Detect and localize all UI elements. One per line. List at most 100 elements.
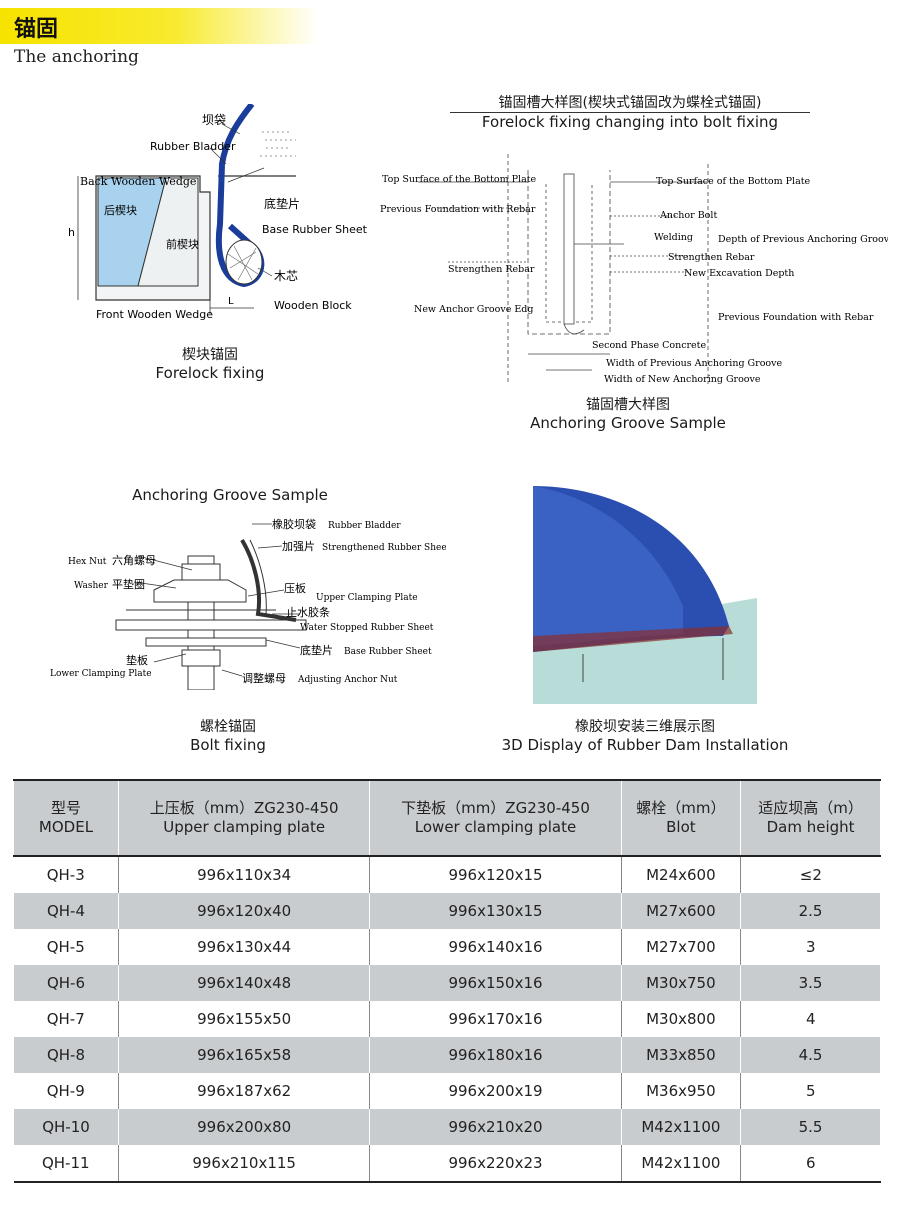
label-bladder-cn: 橡胶坝袋 (272, 517, 316, 531)
groove-caption-en: Anchoring Groove Sample (530, 414, 726, 432)
label-hex-nut-cn: 六角螺母 (112, 554, 156, 567)
display-caption-en: 3D Display of Rubber Dam Installation (501, 736, 789, 754)
label-prev-foundation-right: Previous Foundation with Rebar (718, 312, 874, 323)
label-new-anchor-groove-edge: New Anchor Groove Edg (414, 304, 533, 315)
column-header-cn: 螺栓（mm） (636, 799, 726, 817)
label-width-prev-groove: Width of Previous Anchoring Groove (606, 358, 782, 369)
table-cell: 5 (740, 1073, 881, 1109)
label-washer-cn: 平垫圈 (112, 577, 145, 591)
table-cell: 996x140x16 (369, 929, 622, 965)
groove-sample-caption: 锚固槽大样图 Anchoring Groove Sample (518, 396, 738, 432)
forelock-fixing-diagram: 坝袋 Rubber Bladder Back Wooden Wedge 后楔块 … (68, 104, 368, 321)
table-cell: M30x750 (620, 965, 742, 1001)
table-cell: ≤2 (740, 856, 881, 893)
model-cell: QH-3 (13, 856, 119, 893)
column-header-cn: 下垫板（mm）ZG230-450 (401, 799, 590, 817)
bolt-fixing-caption: 螺栓锚固 Bolt fixing (138, 718, 318, 754)
table-cell: M42x1100 (620, 1145, 742, 1183)
table-cell: 996x140x48 (117, 965, 371, 1001)
label-second-phase-concrete: Second Phase Concrete (592, 340, 706, 351)
table-cell: M30x800 (620, 1001, 742, 1037)
label-base-sheet-cn: 底垫片 (264, 196, 300, 211)
table-cell: M33x850 (620, 1037, 742, 1073)
label-strengthen-rebar-right: Strengthen Rebar (668, 252, 755, 263)
anchoring-groove-diagram: Top Surface of the Bottom Plate Previous… (380, 154, 888, 385)
label-anchor-bolt: Anchor Bolt (659, 210, 717, 221)
table-cell: 996x120x40 (117, 893, 371, 929)
table-cell: 996x210x115 (117, 1145, 371, 1183)
groove-caption-cn: 锚固槽大样图 (586, 397, 670, 413)
table-cell: 996x187x62 (117, 1073, 371, 1109)
label-front-wedge-cn: 前楔块 (166, 237, 199, 251)
model-cell: QH-4 (13, 893, 119, 929)
label-top-surface-left: Top Surface of the Bottom Plate (382, 174, 537, 185)
bolt-caption-cn: 螺栓锚固 (200, 719, 256, 735)
label-base-rubber-sheet: Base Rubber Sheet (262, 223, 368, 236)
table-cell: 996x130x15 (369, 893, 622, 929)
label-wooden-block: Wooden Block (274, 299, 352, 312)
label-lower-cn: 垫板 (126, 653, 148, 667)
section-title-cn: 锚固 (14, 17, 59, 42)
table-cell: 996x110x34 (117, 856, 371, 893)
model-cell: QH-8 (13, 1037, 119, 1073)
label-h-dimension: h (68, 226, 75, 239)
label-water-cn: 止水胶条 (286, 605, 330, 619)
table-cell: 6 (740, 1145, 881, 1183)
column-header: 适应坝高（m）Dam height (740, 779, 881, 857)
header-highlight-bar (0, 8, 318, 44)
table-cell: M42x1100 (620, 1109, 742, 1145)
table-cell: 4 (740, 1001, 881, 1037)
label-width-new-groove: Width of New Anchoring Groove (604, 374, 761, 385)
label-base-cn: 底垫片 (300, 643, 333, 657)
table-cell: 996x200x19 (369, 1073, 622, 1109)
label-strengthen-rebar-left: Strengthen Rebar (448, 264, 535, 275)
column-header-en: Dam height (766, 818, 855, 836)
table-cell: 5.5 (740, 1109, 881, 1145)
table-cell: 996x120x15 (369, 856, 622, 893)
bolt-fixing-diagram: 橡胶坝袋 Rubber Bladder 加强片 Strengthened Rub… (50, 517, 446, 690)
label-rubber-bladder: Rubber Bladder (328, 521, 401, 531)
label-back-wedge-cn: 后楔块 (104, 204, 137, 217)
table-cell: 996x150x16 (369, 965, 622, 1001)
model-cell: QH-7 (13, 1001, 119, 1037)
forelock-caption-cn: 楔块锚固 (182, 347, 238, 363)
table-cell: 2.5 (740, 893, 881, 929)
label-strengthened-sheet: Strengthened Rubber Sheet (322, 543, 446, 553)
label-prev-foundation-left: Previous Foundation with Rebar (380, 204, 536, 215)
label-dam-bag: 坝袋 (202, 113, 226, 127)
label-adjusting-nut: Adjusting Anchor Nut (297, 675, 398, 685)
label-new-excavation-depth: New Excavation Depth (684, 268, 794, 279)
table-cell: M36x950 (620, 1073, 742, 1109)
column-header-cn: 适应坝高（m） (758, 799, 863, 817)
model-cell: QH-11 (13, 1145, 119, 1183)
table-cell: 996x165x58 (117, 1037, 371, 1073)
column-header: 螺栓（mm）Blot (620, 779, 742, 857)
label-front-wooden-wedge: Front Wooden Wedge (96, 308, 213, 321)
table-cell: M24x600 (620, 856, 742, 893)
table-cell: 996x130x44 (117, 929, 371, 965)
column-header-en: MODEL (38, 818, 94, 836)
table-cell: 3.5 (740, 965, 881, 1001)
column-header-cn: 上压板（mm）ZG230-450 (149, 799, 339, 817)
model-cell: QH-10 (13, 1109, 119, 1145)
rubber-dam-3d-render (533, 486, 757, 704)
label-core-cn: 木芯 (274, 269, 298, 283)
groove-title-en: Forelock fixing changing into bolt fixin… (450, 112, 810, 131)
column-header-en: Upper clamping plate (163, 818, 326, 836)
model-cell: QH-5 (13, 929, 119, 965)
label-upper-cn: 压板 (284, 581, 306, 595)
table-cell: 996x155x50 (117, 1001, 371, 1037)
label-lower-clamping: Lower Clamping Plate (50, 669, 152, 679)
column-header-en: Blot (666, 818, 696, 836)
label-back-wooden-wedge: Back Wooden Wedge (80, 175, 196, 188)
label-rubber-bladder: Rubber Bladder (150, 140, 236, 153)
bolt-caption-en: Bolt fixing (190, 736, 266, 754)
